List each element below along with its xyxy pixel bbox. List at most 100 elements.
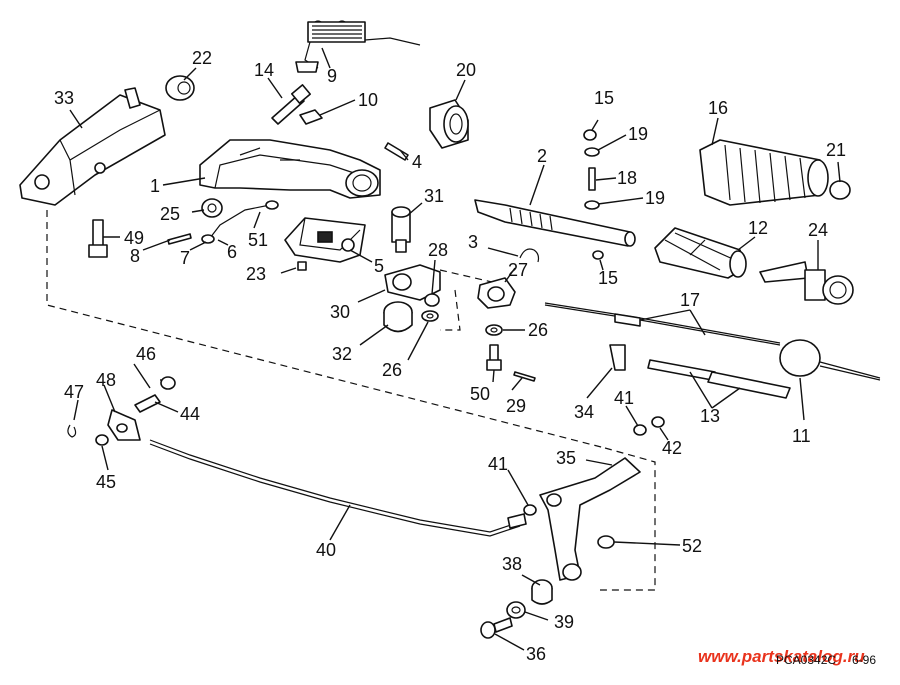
figure-date: 6-96	[852, 653, 876, 667]
part-32-bushing	[383, 301, 413, 333]
callout-14: 14	[254, 60, 274, 80]
part-26-washer-left	[421, 310, 439, 322]
callout-48: 48	[96, 370, 116, 390]
callout-6: 6	[227, 242, 237, 262]
callout-46: 46	[136, 344, 156, 364]
part-29-pin	[513, 371, 536, 382]
part-16-grip	[699, 139, 829, 206]
callout-9: 9	[327, 66, 337, 86]
part-8-pin	[167, 233, 192, 245]
part-30-bracket	[384, 264, 441, 301]
part-44-stud	[134, 394, 161, 413]
leader-lines	[69, 47, 841, 651]
part-35-shift-lever	[539, 457, 641, 581]
callout-13: 13	[700, 406, 720, 426]
callout-labels: 1 2 3 4 5 6 7 8 9 10 11 12 13 14 15 15 1…	[54, 48, 846, 664]
part-5-switch	[284, 217, 366, 263]
part-10-clip	[299, 109, 323, 125]
callout-38: 38	[502, 554, 522, 574]
callout-19-bottom: 19	[645, 188, 665, 208]
part-40-shift-rod	[149, 439, 527, 537]
callout-24: 24	[808, 220, 828, 240]
part-21-cap	[829, 180, 851, 200]
callout-23: 23	[246, 264, 266, 284]
callout-16: 16	[708, 98, 728, 118]
part-39-washer	[506, 601, 526, 619]
callout-39: 39	[554, 612, 574, 632]
callout-20: 20	[456, 60, 476, 80]
callout-47: 47	[64, 382, 84, 402]
part-24-stop-switch	[759, 261, 854, 305]
callout-33: 33	[54, 88, 74, 108]
callout-50: 50	[470, 384, 490, 404]
callout-19-top: 19	[628, 124, 648, 144]
callout-26-left: 26	[382, 360, 402, 380]
callout-5: 5	[374, 256, 384, 276]
callout-22: 22	[192, 48, 212, 68]
callout-2: 2	[537, 146, 547, 166]
callout-35: 35	[556, 448, 576, 468]
part-49-screw	[88, 219, 108, 258]
part-20-bushing	[429, 99, 469, 149]
part-27-clamp	[477, 277, 516, 309]
part-18-pin	[588, 167, 596, 191]
callout-49: 49	[124, 228, 144, 248]
callout-42: 42	[662, 438, 682, 458]
part-15-ring-top	[583, 129, 597, 141]
part-4-pin	[384, 142, 409, 161]
part-28-nut	[424, 293, 440, 307]
callout-40: 40	[316, 540, 336, 560]
callout-3: 3	[468, 232, 478, 252]
callout-28: 28	[428, 240, 448, 260]
part-25-nut	[201, 198, 223, 218]
callout-44: 44	[180, 404, 200, 424]
watermark-text: www.partskatalog.ru	[698, 647, 865, 666]
part-12-throttle-grip	[654, 227, 747, 279]
part-42-nut	[651, 416, 665, 428]
part-9-coil-cord	[295, 20, 421, 73]
callout-32: 32	[332, 344, 352, 364]
callout-29: 29	[506, 396, 526, 416]
callout-11: 11	[792, 426, 811, 446]
part-46-nut	[160, 376, 176, 390]
part-50-stud	[486, 344, 502, 371]
part-41-nut-bottom	[523, 504, 537, 516]
callout-21: 21	[826, 140, 846, 160]
part-36-bolt	[480, 617, 513, 639]
callout-15-bottom: 15	[598, 268, 618, 288]
part-17-cable	[544, 302, 781, 346]
callout-25: 25	[160, 204, 180, 224]
callout-4: 4	[412, 152, 422, 172]
part-13-sleeves	[647, 359, 791, 399]
part-47-clip	[67, 424, 77, 438]
callout-1: 1	[150, 176, 160, 196]
callout-36: 36	[526, 644, 546, 664]
callout-51: 51	[248, 230, 268, 250]
assembly-dashed-lines	[46, 210, 656, 591]
callout-31: 31	[424, 186, 444, 206]
callout-52: 52	[682, 536, 702, 556]
callout-18: 18	[617, 168, 637, 188]
part-26-washer-right	[485, 324, 503, 336]
callout-12: 12	[748, 218, 768, 238]
callout-7: 7	[180, 248, 190, 268]
part-11-cable-housing	[779, 339, 881, 381]
figure-code: PCA0342C	[776, 653, 836, 667]
part-3-spring-clip	[519, 248, 540, 263]
part-19-washer-top	[584, 147, 600, 157]
part-2-throttle-shaft	[474, 199, 636, 247]
callout-41-top: 41	[614, 388, 634, 408]
part-33-bracket	[19, 87, 166, 206]
callout-30: 30	[330, 302, 350, 322]
part-22-cap	[165, 75, 195, 101]
part-38-bushing	[531, 579, 553, 605]
part-31-sleeve	[391, 206, 411, 253]
part-14-bolt	[271, 84, 312, 125]
callout-34: 34	[574, 402, 594, 422]
part-19-washer-bottom	[584, 200, 600, 210]
part-48-link	[107, 409, 141, 441]
part-34-bracket	[609, 344, 626, 371]
callout-26-right: 26	[528, 320, 548, 340]
part-51-wire	[201, 200, 279, 244]
